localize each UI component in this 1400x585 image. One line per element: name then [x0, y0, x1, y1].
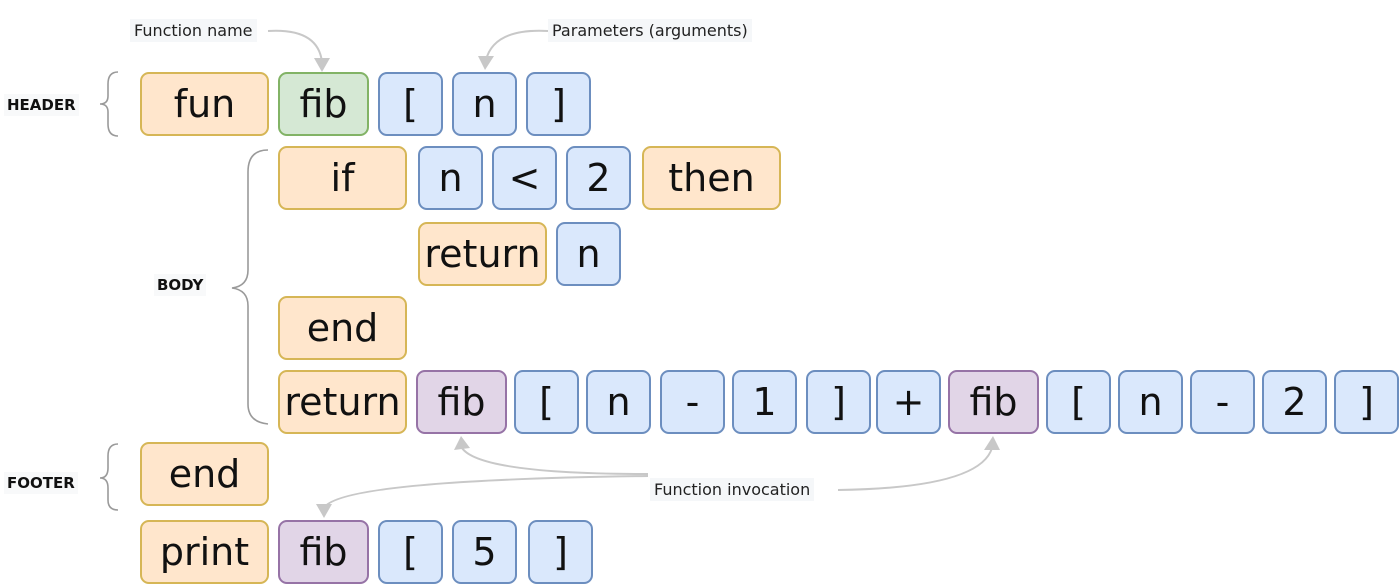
body-brace [231, 149, 269, 425]
body-section-label: BODY [154, 274, 207, 296]
close-bracket: ] [528, 520, 593, 584]
open-bracket: [ [378, 72, 443, 136]
operator-minus: - [660, 370, 725, 434]
function-invocation-annotation: Function invocation [650, 478, 815, 501]
footer-section-label: FOOTER [4, 472, 78, 494]
operator-plus: + [876, 370, 941, 434]
keyword-then: then [642, 146, 781, 210]
operator-minus: - [1190, 370, 1255, 434]
keyword-fun: fun [140, 72, 269, 136]
call-fib: fib [948, 370, 1039, 434]
parameter-n: n [452, 72, 517, 136]
keyword-return: return [278, 370, 407, 434]
literal-5: 5 [452, 520, 517, 584]
call-fib: fib [416, 370, 507, 434]
identifier-n: n [586, 370, 651, 434]
open-bracket: [ [1046, 370, 1111, 434]
identifier-n: n [556, 222, 621, 286]
keyword-end: end [278, 296, 407, 360]
function-name-annotation: Function name [130, 19, 257, 42]
literal-2: 2 [566, 146, 631, 210]
call-fib: fib [278, 520, 369, 584]
literal-2: 2 [1262, 370, 1327, 434]
parameters-annotation: Parameters (arguments) [548, 19, 752, 42]
close-bracket: ] [1334, 370, 1399, 434]
keyword-return: return [418, 222, 547, 286]
footer-brace [99, 443, 119, 511]
close-bracket: ] [806, 370, 871, 434]
keyword-print: print [140, 520, 269, 584]
header-brace [99, 71, 119, 137]
operator-less-than: < [492, 146, 557, 210]
close-bracket: ] [526, 72, 591, 136]
open-bracket: [ [378, 520, 443, 584]
open-bracket: [ [514, 370, 579, 434]
literal-1: 1 [732, 370, 797, 434]
function-name-fib: fib [278, 72, 369, 136]
identifier-n: n [418, 146, 483, 210]
keyword-if: if [278, 146, 407, 210]
identifier-n: n [1118, 370, 1183, 434]
header-section-label: HEADER [4, 94, 79, 116]
keyword-end: end [140, 442, 269, 506]
